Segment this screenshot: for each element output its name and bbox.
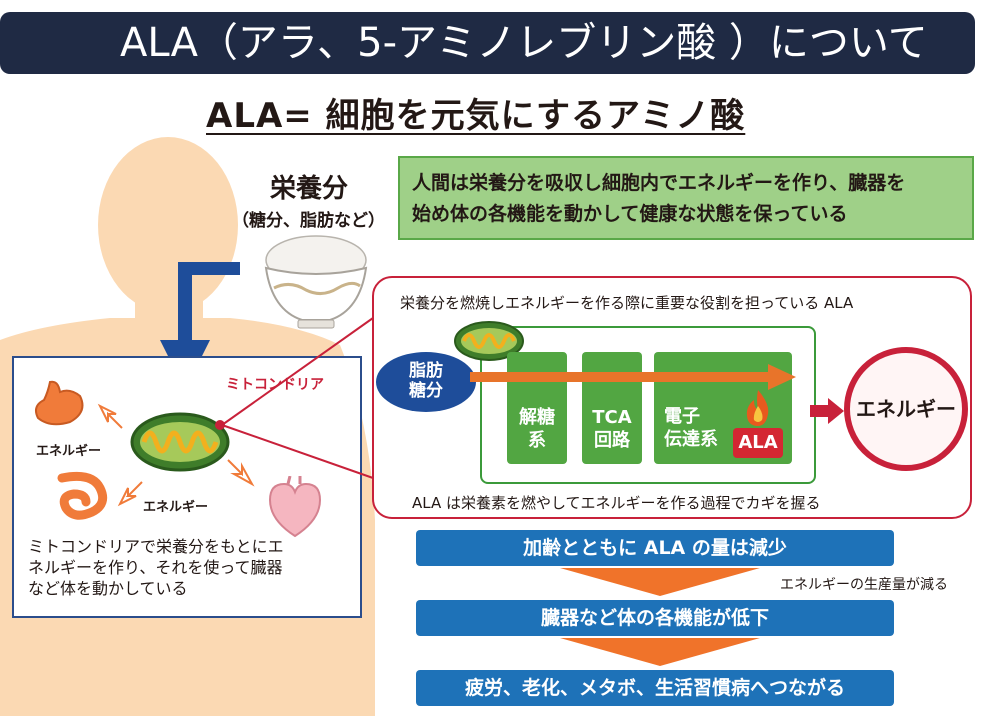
ala-process-top-label: 栄養分を燃焼しエネルギーを作る際に重要な役割を担っている ALA bbox=[400, 294, 854, 312]
page-title: ALA（アラ、5-アミノレブリン酸 ）について bbox=[0, 12, 975, 74]
input-line1: 脂肪 bbox=[409, 361, 443, 381]
output-arrow bbox=[810, 398, 844, 424]
electron-transport-line1: 電子 bbox=[664, 406, 700, 427]
ala-process-bottom-label: ALA は栄養素を燃やしてエネルギーを作る過程でカギを握る bbox=[412, 494, 821, 512]
glycolysis-line2: 系 bbox=[528, 430, 546, 451]
flow-step-3: 疲労、老化、メタボ、生活習慣病へつながる bbox=[416, 670, 894, 706]
mitochondrion-icon bbox=[130, 412, 230, 472]
nutrients-subtitle: （糖分、脂肪など） bbox=[232, 211, 385, 231]
mitochondria-desc-line3: など体を動かしている bbox=[28, 579, 188, 598]
electron-transport-line2: 伝達系 bbox=[664, 429, 718, 450]
flow-step-1: 加齢とともに ALA の量は減少 bbox=[416, 530, 894, 566]
subtitle: ALA= 細胞を元気にするアミノ酸 bbox=[206, 96, 746, 136]
human-energy-info: 人間は栄養分を吸収し細胞内でエネルギーを作り、臓器を 始め体の各機能を動かして健… bbox=[398, 156, 974, 240]
glycolysis-box: 解糖 系 bbox=[507, 352, 567, 464]
small-mitochondrion-icon bbox=[454, 321, 524, 361]
process-arrow bbox=[470, 364, 796, 390]
tca-cycle-box: TCA 回路 bbox=[582, 352, 642, 464]
mitochondria-desc-line2: ネルギーを作り、それを使って臓器 bbox=[28, 558, 283, 577]
flow-down-arrow-1 bbox=[560, 568, 760, 596]
input-line2: 糖分 bbox=[409, 381, 443, 401]
flame-icon bbox=[746, 390, 769, 426]
human-energy-line2: 始め体の各機能を動かして健康な状態を保っている bbox=[412, 203, 848, 225]
mitochondria-desc-line1: ミトコンドリアで栄養分をもとにエ bbox=[28, 537, 284, 556]
nutrients-title: 栄養分 bbox=[270, 174, 349, 204]
arrow-to-heart-icon bbox=[227, 459, 255, 487]
arrow-to-stomach-icon bbox=[97, 403, 123, 429]
mitochondria-marker-dot bbox=[215, 420, 225, 430]
stomach-icon bbox=[35, 380, 84, 426]
energy-label-stomach: エネルギー bbox=[36, 444, 102, 459]
energy-label-intestine: エネルギー bbox=[143, 500, 209, 515]
energy-decrease-note: エネルギーの生産量が減る bbox=[780, 577, 948, 593]
heart-icon bbox=[268, 476, 322, 538]
fat-sugar-input: 脂肪 糖分 bbox=[376, 352, 476, 412]
rice-bowl-icon bbox=[264, 235, 368, 329]
flow-step-2: 臓器など体の各機能が低下 bbox=[416, 600, 894, 636]
ala-badge: ALA bbox=[733, 428, 783, 458]
mitochondria-label: ミトコンドリア bbox=[226, 377, 324, 393]
intestine-icon bbox=[57, 471, 108, 520]
flow-down-arrow-2 bbox=[560, 638, 760, 666]
human-energy-line1: 人間は栄養分を吸収し細胞内でエネルギーを作り、臓器を bbox=[412, 172, 906, 194]
glycolysis-line1: 解糖 bbox=[519, 407, 555, 428]
tca-line2: 回路 bbox=[594, 430, 630, 451]
mitochondria-description: ミトコンドリアで栄養分をもとにエ ネルギーを作り、それを使って臓器 など体を動か… bbox=[28, 536, 350, 599]
arrow-to-intestine-icon bbox=[117, 481, 143, 507]
energy-output: エネルギー bbox=[844, 347, 968, 471]
tca-line1: TCA bbox=[592, 407, 632, 428]
